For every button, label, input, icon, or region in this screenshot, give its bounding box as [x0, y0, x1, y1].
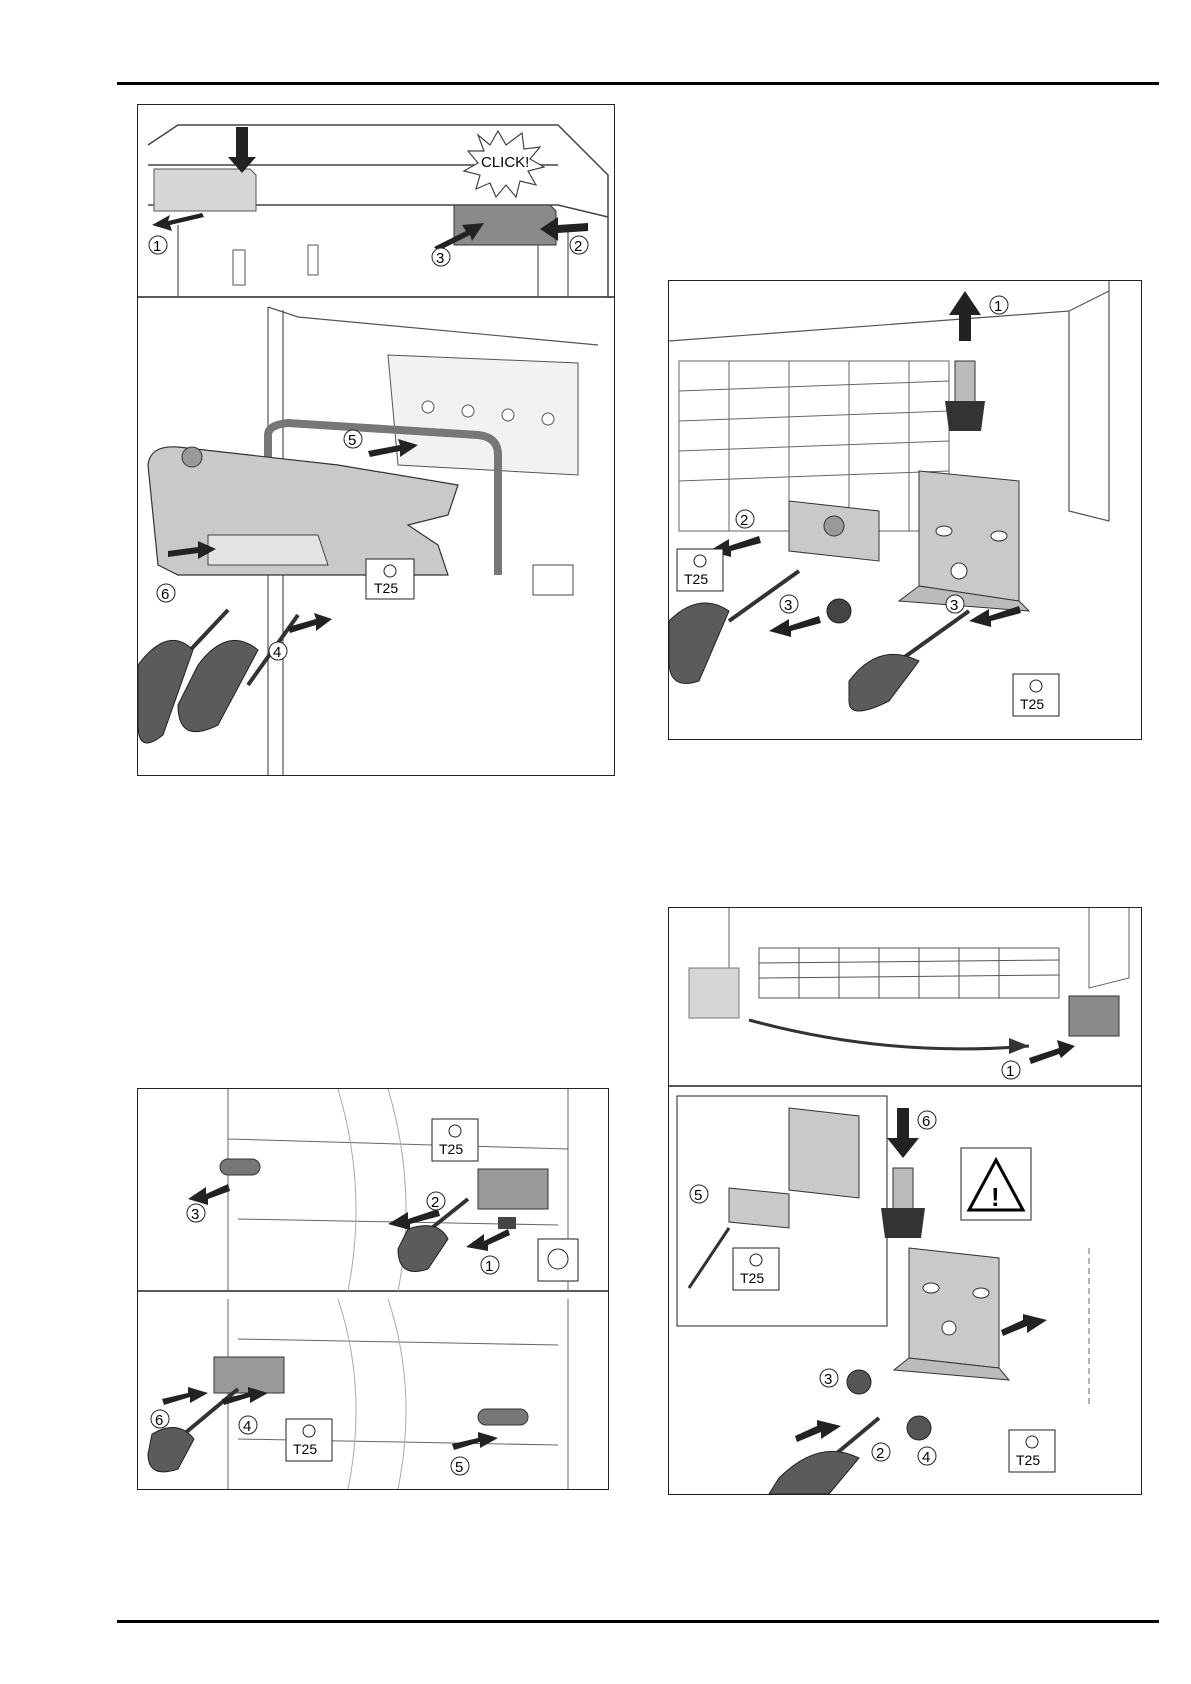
- header-rule: [117, 82, 1159, 85]
- figure-bottom-hinge-removal: 1 2 3 3 T25 T25: [668, 280, 1142, 740]
- figure-4-illustration: 1 5 T25 6 ! 3 2: [669, 908, 1141, 1494]
- callout-6: 6: [155, 1412, 163, 1429]
- torx-icon: [1025, 1435, 1039, 1449]
- tool-label-inset: T25: [740, 1270, 764, 1286]
- tool-label-bottom: T25: [293, 1441, 317, 1457]
- callout-3: 3: [436, 250, 444, 267]
- callout-3: 3: [191, 1206, 199, 1223]
- callout-3b: 3: [950, 597, 958, 614]
- callout-2: 2: [876, 1445, 884, 1462]
- callout-4: 4: [273, 644, 281, 661]
- callout-2: 2: [574, 238, 582, 255]
- tool-label-top: T25: [439, 1141, 463, 1157]
- callout-6: 6: [922, 1113, 930, 1130]
- callout-1: 1: [994, 298, 1002, 315]
- figure-1-illustration: CLICK! 1 2 3 5 6 4: [138, 124, 614, 775]
- torx-icon: [302, 1424, 316, 1438]
- click-text: CLICK!: [481, 154, 529, 171]
- arrow-icon: [228, 127, 256, 173]
- callout-5: 5: [348, 432, 356, 449]
- callout-1: 1: [153, 238, 161, 255]
- torx-icon: [749, 1253, 763, 1267]
- torx-icon: [448, 1124, 462, 1138]
- warning-icon: [966, 1156, 1026, 1212]
- callout-1: 1: [485, 1258, 493, 1275]
- tool-label: T25: [374, 580, 398, 596]
- callout-1: 1: [1006, 1063, 1014, 1080]
- tool-label-main: T25: [1016, 1452, 1040, 1468]
- footer-rule: [117, 1620, 1159, 1623]
- figure-2-illustration: 1 2 3 3 T25 T25: [669, 281, 1110, 717]
- callout-4: 4: [243, 1418, 251, 1435]
- callout-2: 2: [431, 1194, 439, 1211]
- callout-5: 5: [694, 1187, 702, 1204]
- arrow-icon: [1029, 1040, 1075, 1064]
- figure-handle-covers: 3 2 1 T25 6 4 5 T25: [137, 1088, 609, 1490]
- tool-label-right: T25: [1020, 696, 1044, 712]
- figure-door-hinge-removal: CLICK! 1 2 3 5 6 4: [137, 104, 615, 776]
- callout-5: 5: [455, 1459, 463, 1476]
- arrow-icon: [949, 291, 981, 341]
- callout-2: 2: [740, 512, 748, 529]
- torx-icon: [1029, 679, 1043, 693]
- figure-hinge-installation: 1 5 T25 6 ! 3 2: [668, 907, 1142, 1495]
- callout-3: 3: [784, 597, 792, 614]
- callout-3: 3: [824, 1371, 832, 1388]
- torx-icon: [383, 564, 397, 578]
- figure-3-illustration: 3 2 1 T25 6 4 5 T25: [138, 1089, 608, 1489]
- callout-4: 4: [922, 1449, 930, 1466]
- callout-6: 6: [161, 586, 169, 603]
- svg-text:!: !: [991, 1182, 1000, 1212]
- tool-label-left: T25: [684, 571, 708, 587]
- torx-icon: [693, 554, 707, 568]
